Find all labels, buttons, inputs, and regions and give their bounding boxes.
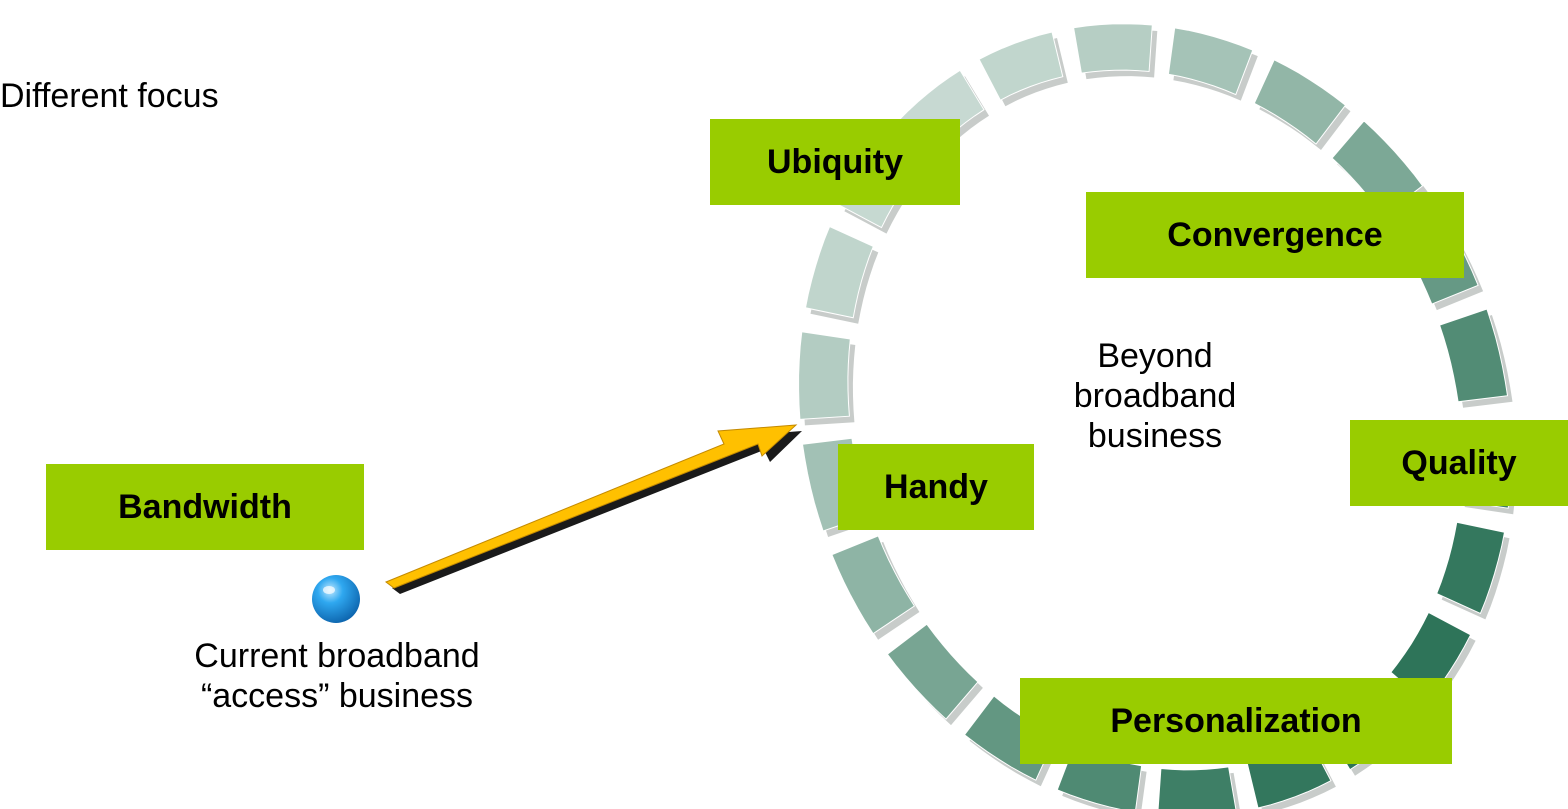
current-business-line2: “access” business (200, 677, 474, 715)
arrow-shadow (392, 431, 802, 594)
ring-segment (1157, 766, 1237, 809)
ring-segment (804, 225, 874, 319)
ring-segment (978, 31, 1064, 101)
ring-segment (1253, 59, 1347, 145)
ring-segment (1073, 23, 1153, 74)
center-text: Beyond broadband business (1040, 336, 1270, 456)
ring-segment (831, 535, 916, 635)
ring-segment (886, 623, 979, 720)
ring-segment (1167, 27, 1254, 96)
ball-highlight (323, 586, 335, 594)
label-quality: Quality (1350, 420, 1568, 506)
label-personalization: Personalization (1020, 678, 1452, 764)
bandwidth-label: Bandwidth (46, 464, 364, 550)
transition-arrow (384, 424, 802, 594)
ring-segment (1438, 308, 1509, 403)
arrow-body (384, 424, 798, 589)
ring-segment (798, 331, 851, 420)
label-handy: Handy (838, 444, 1034, 530)
current-business-caption: Current broadband “access” business (150, 636, 524, 716)
label-convergence: Convergence (1086, 192, 1464, 278)
current-business-line1: Current broadband (194, 637, 480, 675)
center-text-line2: broadband (1073, 377, 1237, 415)
center-text-line3: business (1087, 417, 1223, 455)
page-heading: Different focus (0, 77, 219, 115)
label-ubiquity: Ubiquity (710, 119, 960, 205)
ring-segment (1436, 521, 1506, 615)
center-text-line1: Beyond (1097, 337, 1213, 375)
current-business-ball (312, 575, 360, 623)
